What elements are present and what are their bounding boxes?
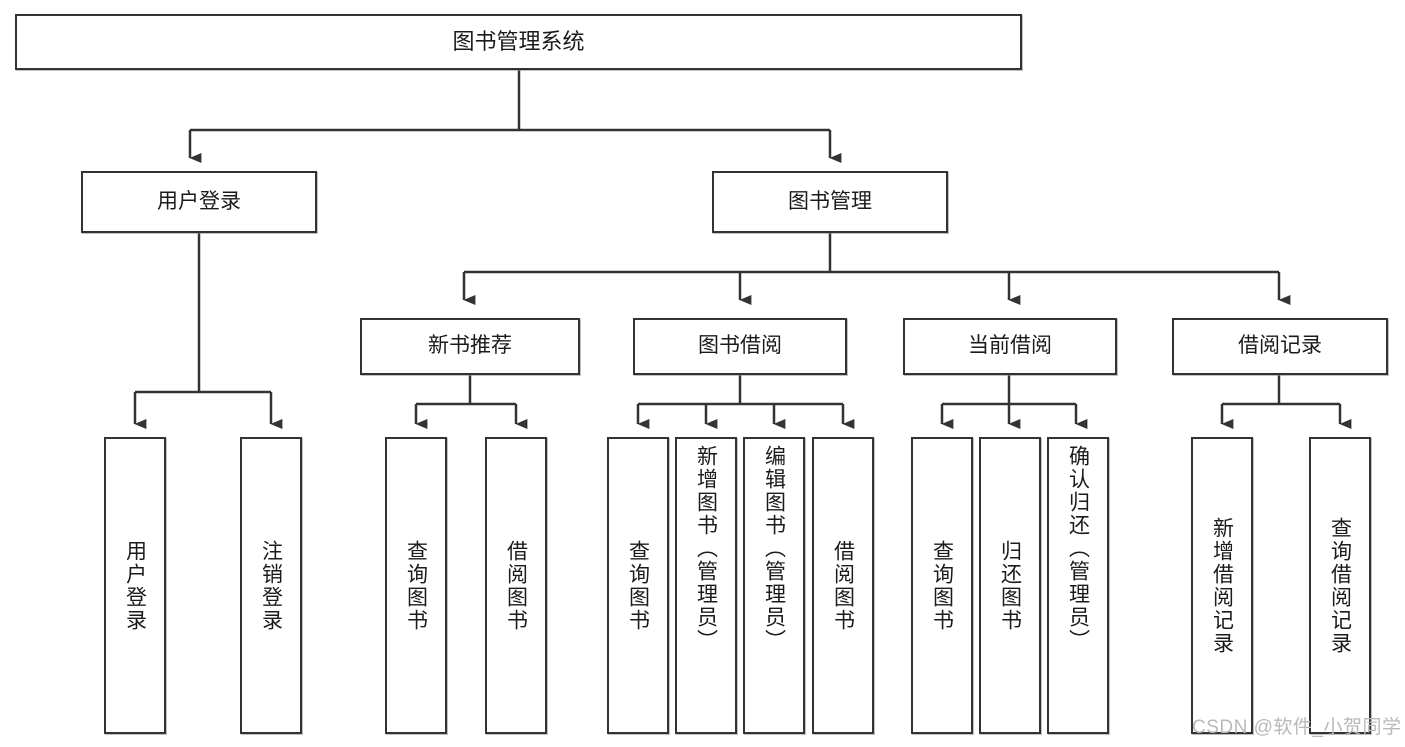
- leaf-borrow-borrow-book-label: 借阅图书: [831, 539, 855, 632]
- leaf-recommend-borrow-book[interactable]: 借阅图书: [485, 437, 547, 734]
- leaf-recommend-query-book[interactable]: 查询图书: [385, 437, 447, 734]
- node-new-book-recommend[interactable]: 新书推荐: [360, 318, 580, 375]
- node-current-borrow[interactable]: 当前借阅: [903, 318, 1117, 375]
- leaf-recommend-borrow-book-label: 借阅图书: [504, 539, 528, 632]
- leaf-current-return-book[interactable]: 归还图书: [979, 437, 1041, 734]
- leaf-record-add-record-label: 新增借阅记录: [1210, 516, 1234, 655]
- leaf-record-query-record-label: 查询借阅记录: [1328, 516, 1352, 655]
- leaf-borrow-edit-book[interactable]: 编辑图书（管理员）: [743, 437, 805, 734]
- leaf-user-login-logout[interactable]: 注销登录: [240, 437, 302, 734]
- leaf-borrow-query-book-label: 查询图书: [626, 539, 650, 632]
- node-book-borrow[interactable]: 图书借阅: [633, 318, 847, 375]
- leaf-borrow-borrow-book[interactable]: 借阅图书: [812, 437, 874, 734]
- node-borrow-record-label: 借阅记录: [1238, 334, 1322, 358]
- node-book-management[interactable]: 图书管理: [712, 171, 948, 233]
- node-user-login-label: 用户登录: [157, 189, 241, 213]
- leaf-record-add-record[interactable]: 新增借阅记录: [1191, 437, 1253, 734]
- leaf-user-login-login[interactable]: 用户登录: [104, 437, 166, 734]
- leaf-current-confirm-return-label: 确认归还（管理员）: [1066, 445, 1090, 652]
- leaf-borrow-query-book[interactable]: 查询图书: [607, 437, 669, 734]
- leaf-current-return-book-label: 归还图书: [998, 539, 1022, 632]
- watermark: CSDN @软件_小贺同学: [1192, 717, 1402, 738]
- node-new-book-recommend-label: 新书推荐: [428, 334, 512, 358]
- leaf-recommend-query-book-label: 查询图书: [404, 539, 428, 632]
- leaf-borrow-add-book[interactable]: 新增图书（管理员）: [675, 437, 737, 734]
- leaf-borrow-add-book-label: 新增图书（管理员）: [694, 445, 718, 652]
- node-borrow-record[interactable]: 借阅记录: [1172, 318, 1388, 375]
- leaf-current-query-book-label: 查询图书: [930, 539, 954, 632]
- node-user-login[interactable]: 用户登录: [81, 171, 317, 233]
- node-book-borrow-label: 图书借阅: [698, 334, 782, 358]
- leaf-borrow-edit-book-label: 编辑图书（管理员）: [762, 445, 786, 652]
- leaf-user-login-logout-label: 注销登录: [259, 539, 283, 632]
- leaf-record-query-record[interactable]: 查询借阅记录: [1309, 437, 1371, 734]
- leaf-current-query-book[interactable]: 查询图书: [911, 437, 973, 734]
- leaf-user-login-login-label: 用户登录: [123, 539, 147, 632]
- node-current-borrow-label: 当前借阅: [968, 334, 1052, 358]
- leaf-current-confirm-return[interactable]: 确认归还（管理员）: [1047, 437, 1109, 734]
- node-root-label: 图书管理系统: [452, 29, 585, 55]
- node-book-management-label: 图书管理: [788, 189, 872, 213]
- node-root[interactable]: 图书管理系统: [15, 14, 1022, 70]
